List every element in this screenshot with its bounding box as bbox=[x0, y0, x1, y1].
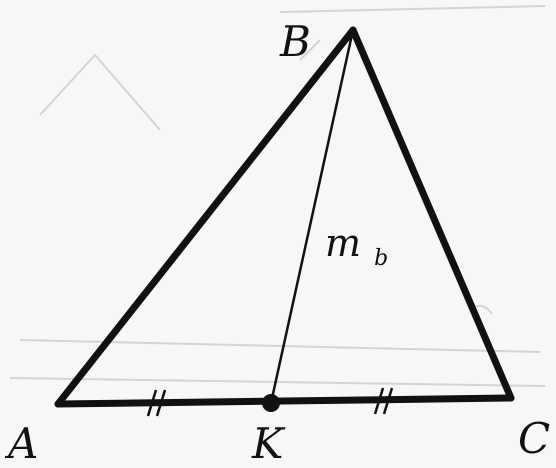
side-ac bbox=[54, 394, 515, 408]
tick-marks-ak bbox=[146, 389, 167, 417]
vertex-label-a: A bbox=[4, 419, 38, 468]
vertex-label-c: C bbox=[518, 414, 550, 463]
tick-marks-kc bbox=[373, 387, 394, 415]
vertex-label-k: K bbox=[251, 419, 286, 468]
midpoint-k-dot bbox=[262, 394, 280, 412]
bleed-through-decoration bbox=[9, 5, 546, 387]
side-bc bbox=[349, 26, 515, 402]
vertex-label-b: B bbox=[279, 17, 311, 66]
median-label-main: m bbox=[325, 221, 361, 265]
median-label: m b bbox=[325, 221, 388, 271]
side-ab bbox=[54, 26, 357, 408]
median-bk bbox=[269, 29, 355, 404]
median-label-subscript: b bbox=[374, 246, 388, 271]
